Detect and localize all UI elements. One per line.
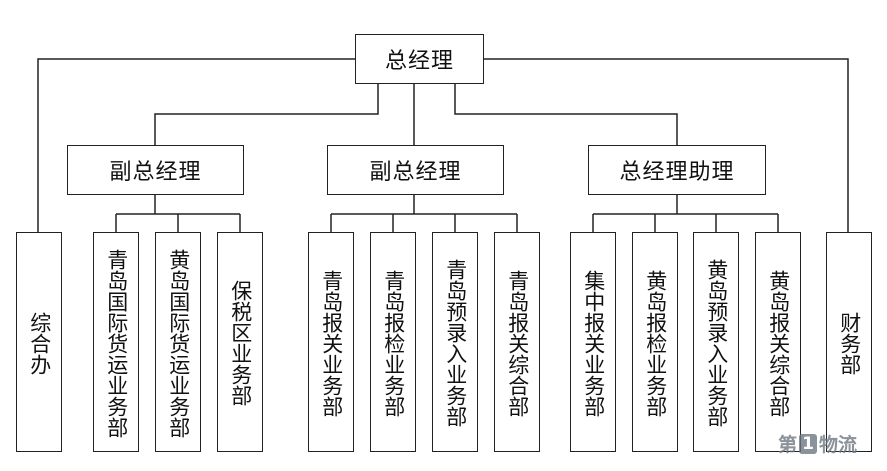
- department-node: 黄岛预录入业务部: [693, 232, 739, 452]
- watermark-prefix: 第: [778, 434, 798, 456]
- side-node-finance: 财务部: [826, 232, 872, 452]
- department-node: 黄岛报关综合部: [755, 232, 801, 452]
- department-label: 集中报关业务部: [581, 269, 606, 417]
- department-label: 保税区业务部: [228, 280, 253, 406]
- connector-root-group3: [454, 84, 678, 145]
- group1-manager-label: 副总经理: [109, 160, 202, 185]
- department-label: 黄岛报关综合部: [766, 269, 791, 417]
- group2-manager-label: 副总经理: [369, 160, 462, 185]
- watermark-logo: 第 1 物流: [778, 430, 857, 457]
- group3-manager-node: 总经理助理: [588, 145, 766, 195]
- department-label: 青岛报关综合部: [505, 269, 530, 417]
- side-node-label: 综合办: [27, 311, 52, 375]
- department-node: 黄岛国际货运业务部: [155, 232, 201, 452]
- department-label: 黄岛国际货运业务部: [166, 248, 191, 438]
- side-node-general-office: 综合办: [16, 232, 62, 452]
- department-label: 青岛预录入业务部: [443, 259, 468, 427]
- watermark-suffix: 物流: [818, 434, 857, 456]
- root-node-general-manager: 总经理: [355, 34, 484, 84]
- connector-root-group1: [154, 84, 379, 145]
- department-node: 青岛报关业务部: [308, 232, 354, 452]
- root-node-label: 总经理: [384, 49, 454, 74]
- department-node: 青岛预录入业务部: [432, 232, 478, 452]
- group3-manager-label: 总经理助理: [619, 160, 735, 185]
- connector-root-right: [484, 58, 849, 232]
- department-label: 青岛报关业务部: [319, 269, 344, 417]
- connector-root-left: [37, 58, 355, 232]
- watermark-number: 1: [799, 433, 817, 454]
- group2-manager-node: 副总经理: [327, 145, 504, 195]
- department-node: 青岛报检业务部: [370, 232, 416, 452]
- department-node: 青岛国际货运业务部: [93, 232, 139, 452]
- side-node-label: 财务部: [837, 311, 862, 375]
- department-node: 保税区业务部: [217, 232, 263, 452]
- department-node: 黄岛报检业务部: [632, 232, 678, 452]
- department-label: 青岛国际货运业务部: [104, 248, 129, 438]
- department-node: 集中报关业务部: [570, 232, 616, 452]
- department-label: 青岛报检业务部: [381, 269, 406, 417]
- department-label: 黄岛预录入业务部: [704, 259, 729, 427]
- group1-manager-node: 副总经理: [67, 145, 244, 195]
- department-node: 青岛报关综合部: [494, 232, 540, 452]
- department-label: 黄岛报检业务部: [643, 269, 668, 417]
